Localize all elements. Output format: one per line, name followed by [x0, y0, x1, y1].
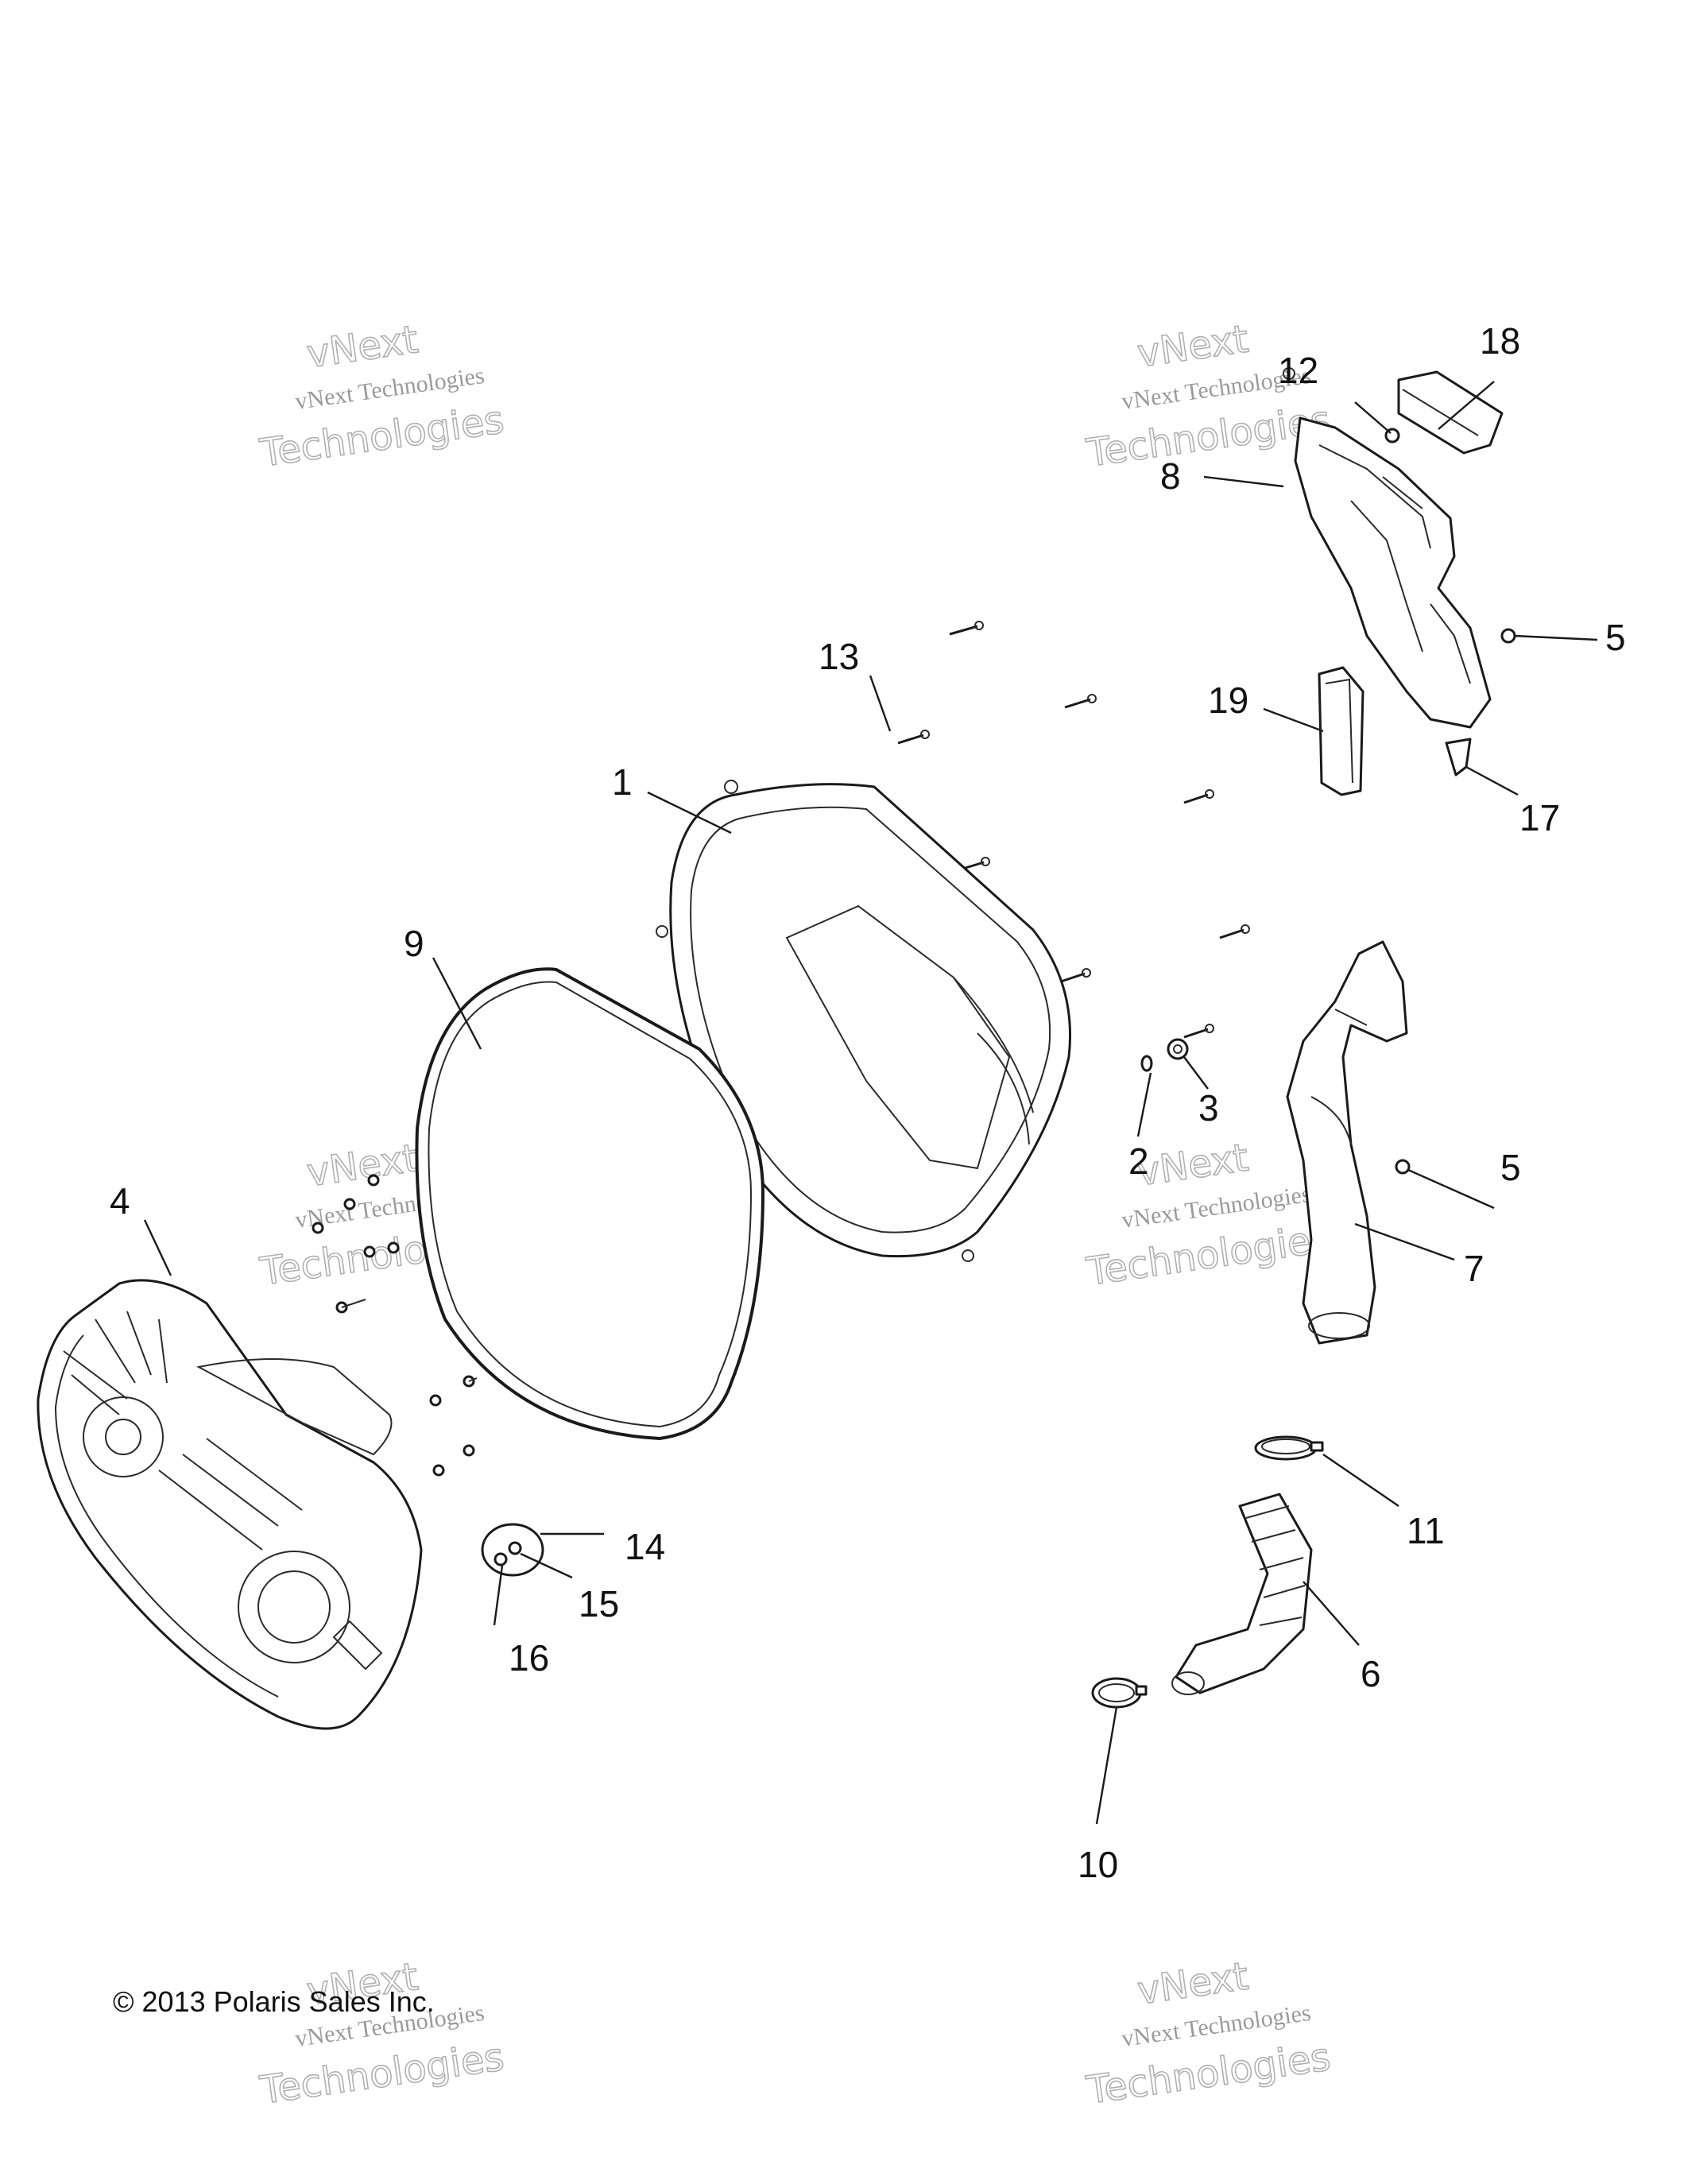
part-8-intake-duct [1283, 367, 1492, 729]
callout-7: 7 [1464, 1248, 1484, 1289]
part-3-plug [1167, 1038, 1189, 1060]
part-5-screw-upper [1500, 628, 1516, 644]
watermark-bottom-left: vNext vNext Technologies Technologies [257, 1954, 508, 2113]
part-19-duct-piece [1318, 666, 1364, 796]
part-9-drive-belt [415, 967, 764, 1440]
callout-15: 15 [579, 1583, 619, 1624]
leader-lines [143, 381, 1598, 1825]
callout-19: 19 [1208, 680, 1248, 721]
callout-4: 4 [110, 1180, 130, 1222]
callout-5-upper: 5 [1605, 617, 1626, 658]
part-1-inner-clutch-cover [656, 780, 1072, 1262]
part-2-o-ring [1140, 1055, 1153, 1072]
svg-text:Technologies: Technologies [1083, 1216, 1333, 1295]
callout-labels: 1 2 3 4 5 5 6 7 8 9 10 11 12 13 14 15 16… [110, 320, 1626, 1885]
part-7-outlet-duct [1286, 940, 1408, 1345]
part-10-clamp [1091, 1677, 1148, 1709]
callout-1: 1 [612, 761, 633, 803]
part-4-hardware [312, 1174, 478, 1477]
callout-12: 12 [1278, 350, 1318, 391]
callout-2: 2 [1128, 1140, 1149, 1182]
svg-text:vNext: vNext [304, 1136, 421, 1195]
part-16-washer [494, 1552, 508, 1566]
svg-text:vNext: vNext [1135, 317, 1252, 377]
svg-text:vNext: vNext [1135, 1136, 1252, 1195]
callout-18: 18 [1480, 320, 1520, 362]
watermark-top-right: vNext vNext Technologies Technologies [1083, 316, 1334, 477]
watermark-top-left: vNext vNext Technologies Technologies [257, 316, 508, 476]
callout-13: 13 [819, 636, 859, 677]
copyright-notice: © 2013 Polaris Sales Inc. [113, 1985, 435, 2018]
watermark-mid-right: vNext vNext Technologies Technologies [1083, 1135, 1334, 1295]
callout-10: 10 [1078, 1844, 1118, 1885]
watermark-bottom-right: vNext vNext Technologies Technologies [1083, 1954, 1334, 2114]
part-15-screw [508, 1541, 522, 1555]
svg-text:vNext: vNext [1135, 1954, 1252, 2014]
part-18-seal [1397, 370, 1504, 455]
part-17-clip [1445, 738, 1472, 776]
callout-5-middle: 5 [1500, 1147, 1521, 1188]
callout-9: 9 [404, 923, 424, 964]
part-5-screw-middle [1395, 1159, 1411, 1175]
svg-text:Technologies: Technologies [257, 2035, 506, 2113]
part-11-clamp [1254, 1435, 1324, 1461]
svg-text:Technologies: Technologies [1083, 2035, 1333, 2113]
callout-11: 11 [1407, 1510, 1445, 1551]
callout-3: 3 [1198, 1087, 1219, 1129]
callout-8: 8 [1160, 455, 1181, 497]
callout-17: 17 [1519, 797, 1560, 838]
svg-text:Technologies: Technologies [257, 397, 506, 476]
callout-14: 14 [625, 1526, 665, 1567]
part-6-flex-boot [1171, 1493, 1313, 1695]
svg-text:vNext: vNext [304, 317, 421, 377]
callout-6: 6 [1361, 1653, 1381, 1694]
part-4-outer-clutch-cover [37, 1279, 423, 1730]
callout-16: 16 [509, 1637, 549, 1679]
